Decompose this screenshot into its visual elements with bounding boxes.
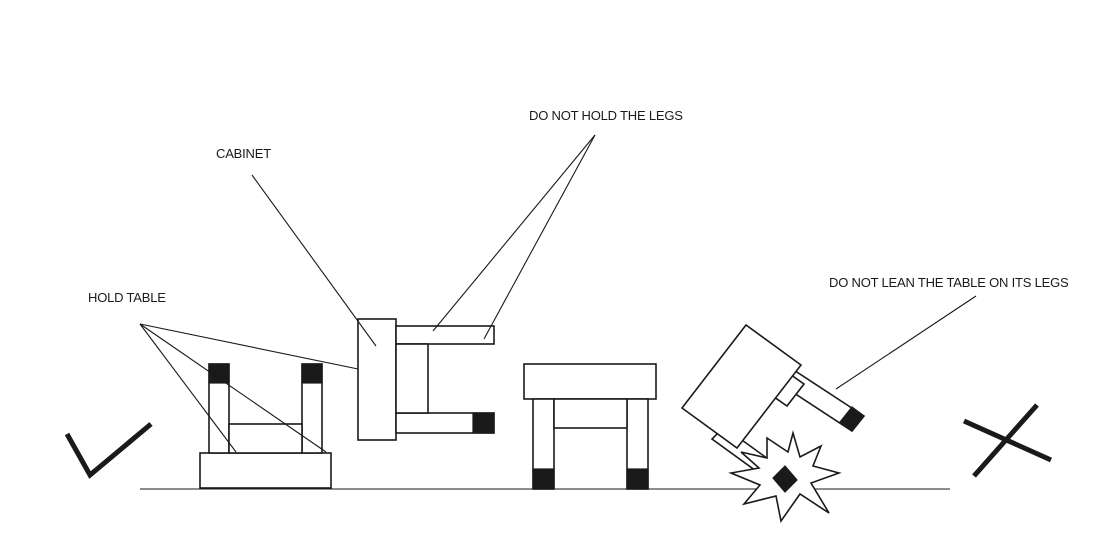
upright-table-top [523, 363, 657, 400]
leaning-leg-cap-lower [772, 465, 798, 493]
table-upside-down [199, 363, 332, 489]
table-sideways [357, 318, 495, 441]
upright-foot-left [532, 468, 555, 490]
leader-legs-2 [483, 134, 596, 340]
leg-cap-left [208, 363, 230, 384]
leader-lines [139, 134, 977, 453]
leader-legs-1 [432, 134, 596, 332]
do-not-hold-legs-label: DO NOT HOLD THE LEGS [529, 108, 683, 123]
upright-apron [553, 398, 628, 429]
table-upright [523, 363, 657, 490]
sideways-leg-upper [395, 325, 495, 345]
leaning-leg-cap-upper [839, 406, 865, 432]
table-leaning [680, 323, 866, 523]
sideways-leg-cap [472, 412, 495, 434]
leader-lean [835, 295, 977, 390]
upright-foot-right [626, 468, 649, 490]
check-mark-icon [64, 422, 153, 479]
sideways-table-top [357, 318, 397, 441]
table-apron [228, 423, 303, 454]
sideways-apron [395, 343, 429, 414]
leader-hold-3 [139, 323, 237, 453]
leg-cap-right [301, 363, 323, 384]
do-not-lean-label: DO NOT LEAN THE TABLE ON ITS LEGS [829, 275, 1069, 290]
cabinet-label: CABINET [216, 146, 271, 161]
table-top-base [199, 452, 332, 489]
hold-table-label: HOLD TABLE [88, 290, 166, 305]
cross-mark-icon [962, 403, 1053, 478]
leader-hold-2 [139, 323, 327, 453]
leaning-table-top [680, 323, 803, 450]
leader-hold-1 [139, 323, 359, 370]
leader-cabinet [251, 174, 377, 347]
